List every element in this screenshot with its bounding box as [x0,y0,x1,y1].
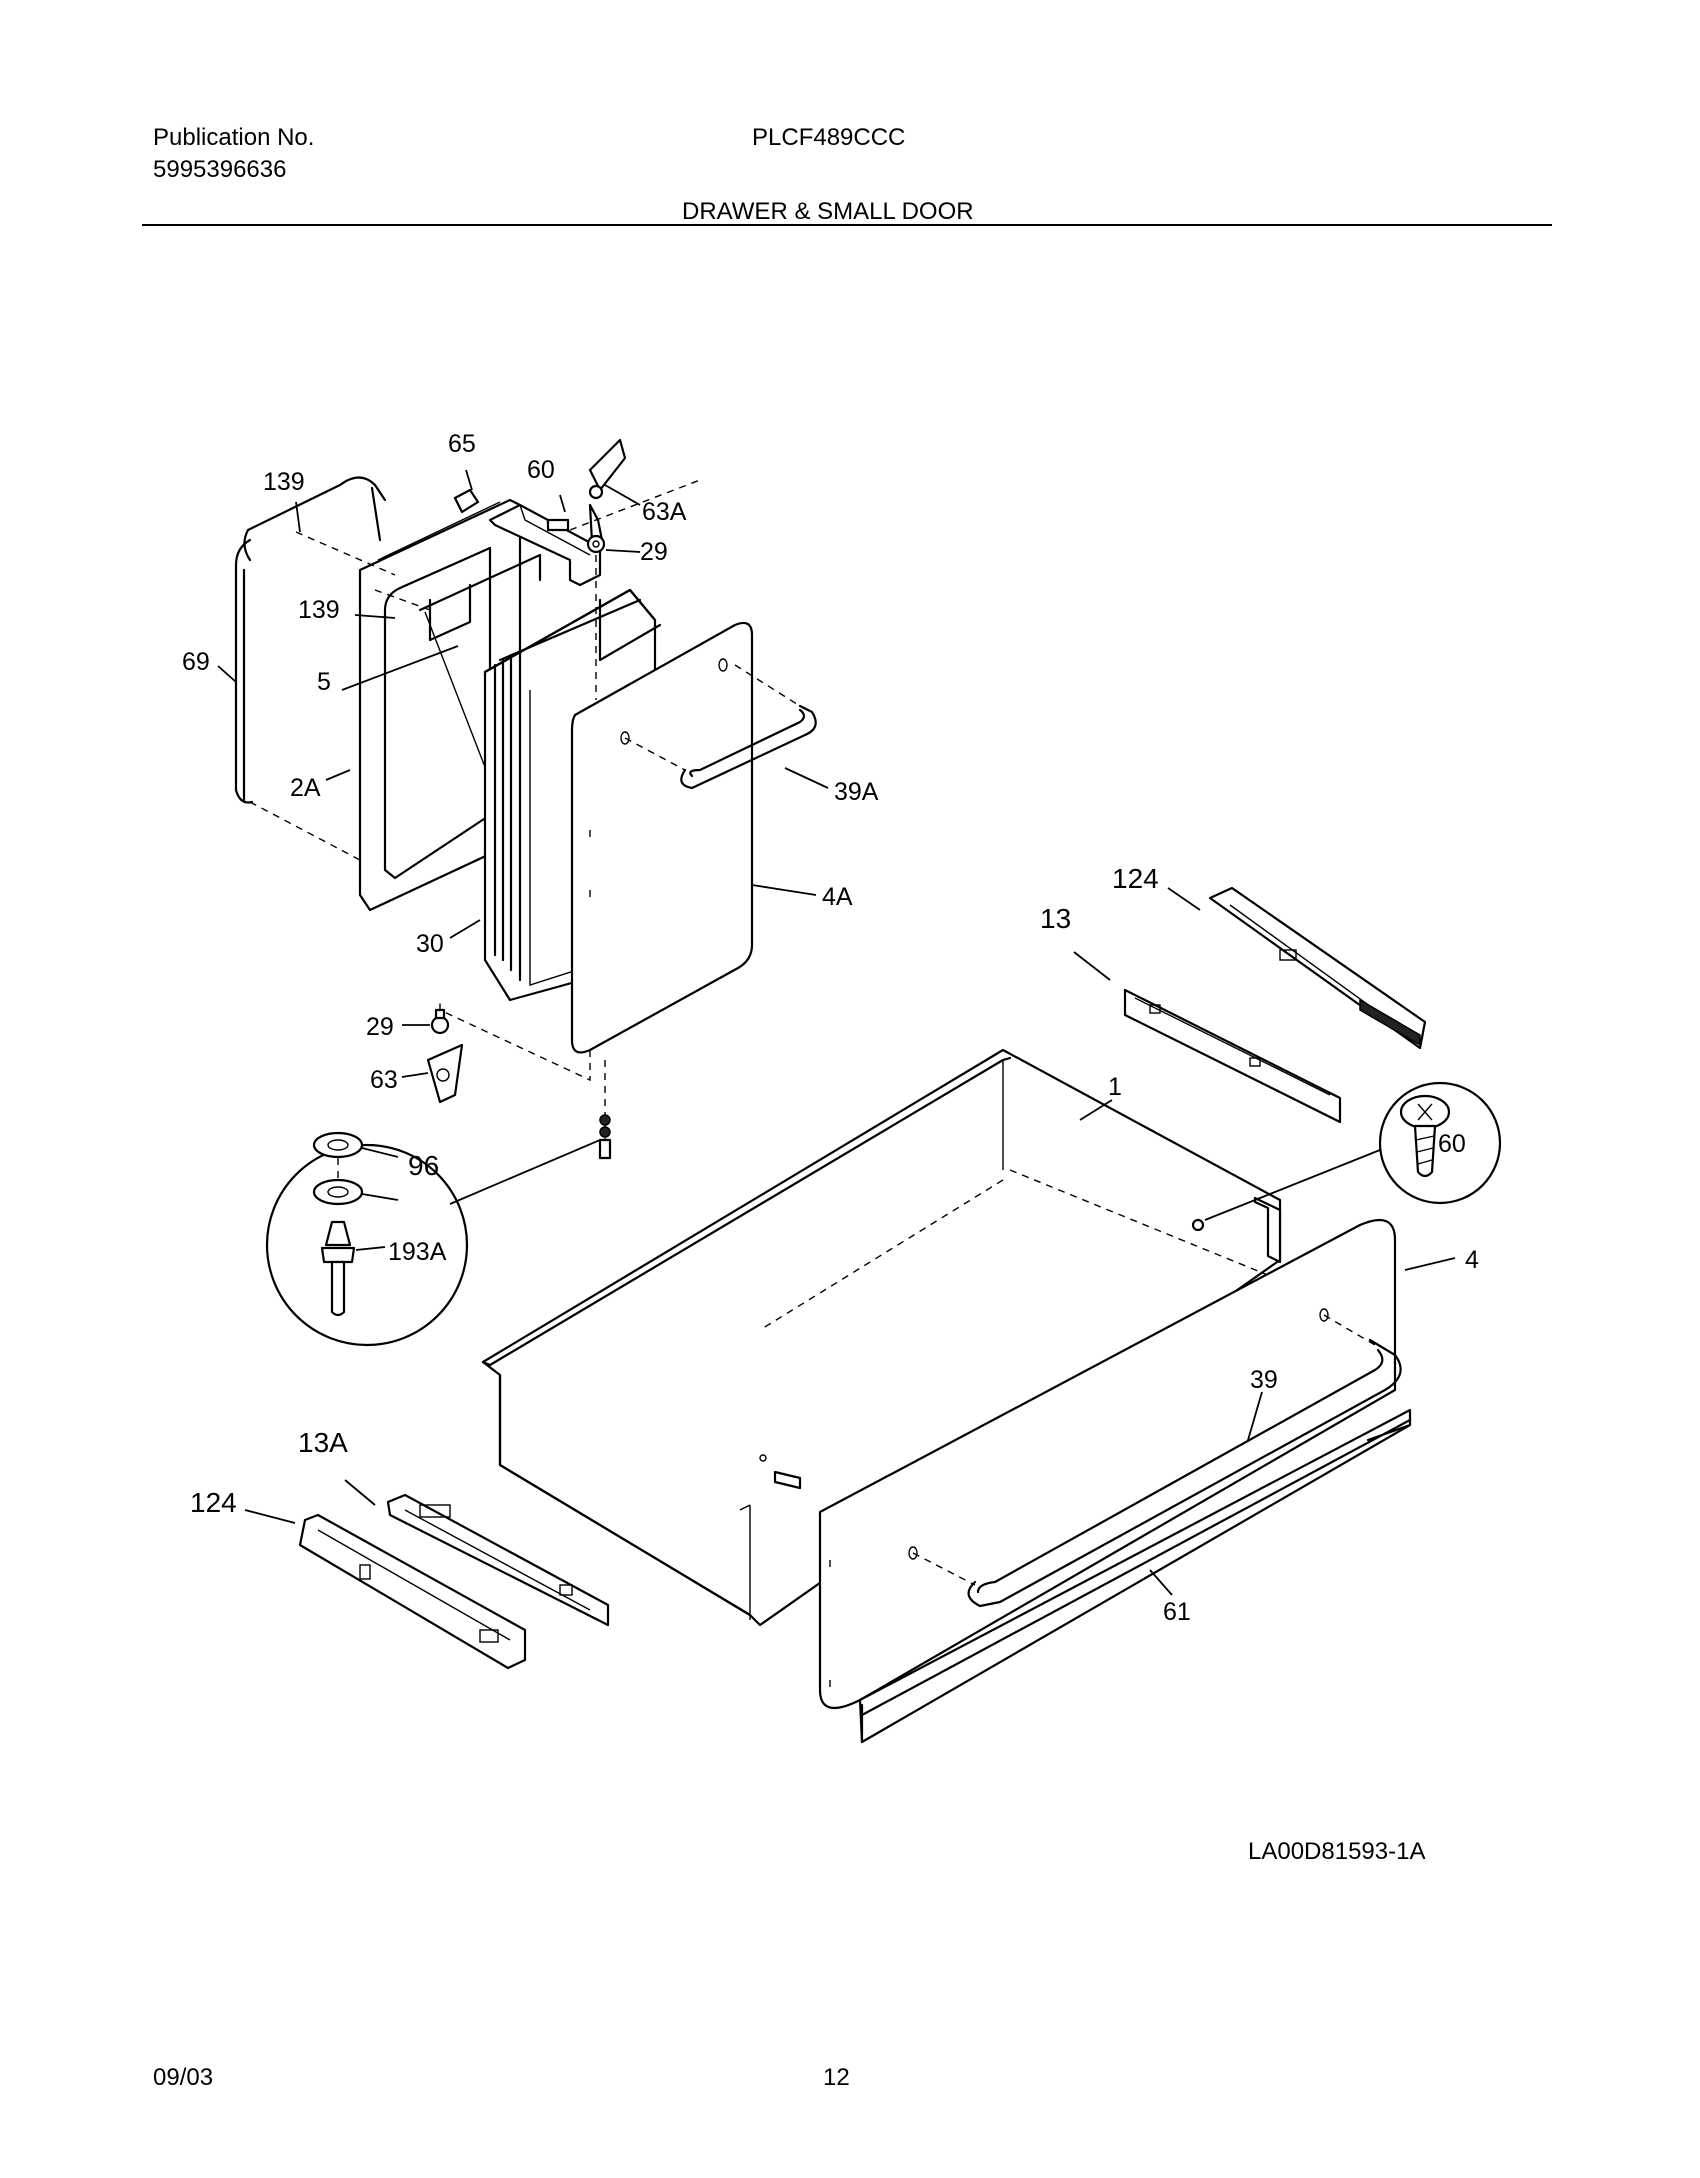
callout-193A: 193A [388,1238,447,1266]
detail-circle-fasteners [265,1131,601,1347]
callout-96: 96 [408,1150,439,1181]
callout-139-mid: 139 [298,596,340,624]
top-hinge-bracket [488,503,602,587]
callout-30: 30 [416,930,444,958]
door-gasket-frame [234,476,387,804]
drawer-trim-strip [858,1408,1412,1744]
callout-139-top: 139 [263,468,305,496]
publication-number: 5995396636 [153,156,287,183]
callout-39A: 39A [834,778,879,806]
callout-labels: 65 139 60 63A 29 139 5 69 2A 39A 4A 30 1… [182,430,1479,1626]
storage-drawer-box [481,1048,1282,1627]
door-assembly-lines [249,479,701,1150]
callout-60-detail: 60 [1438,1130,1466,1158]
callout-39: 39 [1250,1366,1278,1394]
callout-63: 63 [370,1066,398,1094]
inner-door-frame [358,498,542,912]
section-title: DRAWER & SMALL DOOR [682,198,974,225]
door-handle-small [624,664,817,790]
drawer-front-panel [818,1218,1397,1710]
callout-124-top: 124 [1112,863,1159,894]
model-number: PLCF489CCC [752,124,906,151]
callout-5: 5 [317,668,331,696]
slide-rail-13A [386,1493,610,1627]
callout-leader-lines [217,469,1456,1596]
callout-4: 4 [1465,1246,1479,1274]
callout-124-bottom: 124 [190,1487,237,1518]
publication-label: Publication No. [153,124,315,151]
callout-61: 61 [1163,1598,1191,1626]
callout-2A: 2A [290,774,321,802]
slide-rail-13 [1123,988,1342,1124]
callout-69: 69 [182,648,210,676]
callout-65: 65 [448,430,476,458]
footer-date: 09/03 [153,2064,214,2091]
small-door-panel [570,621,754,1054]
callout-13: 13 [1040,903,1071,934]
hinge-parts-top [453,438,627,700]
slide-rail-124-left [298,1513,527,1670]
callout-4A: 4A [822,883,853,911]
slide-rail-124-right [1208,886,1427,1050]
page-number: 12 [823,2064,850,2091]
callout-60-top: 60 [527,456,555,484]
hinge-parts-bottom [426,1008,612,1160]
header-rule [142,224,1552,226]
detail-circle-screw [1204,1081,1502,1221]
callout-13A: 13A [298,1427,348,1458]
callout-1: 1 [1108,1073,1122,1101]
callout-63A: 63A [642,498,687,526]
callout-29-bottom: 29 [366,1013,394,1041]
drawer-handle [912,1314,1402,1608]
drawing-id: LA00D81593-1A [1248,1838,1426,1865]
callout-29-top: 29 [640,538,668,566]
